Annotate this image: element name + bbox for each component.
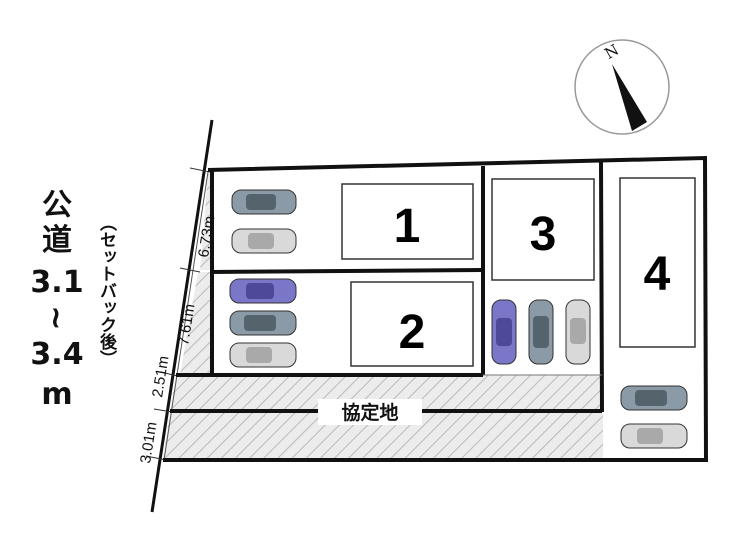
dim-tick [159, 371, 179, 377]
shared-land-upper [170, 375, 603, 410]
car-icon [229, 278, 297, 304]
parking-cars [229, 189, 688, 449]
setback-note: （セットバック後） [96, 214, 117, 367]
dimension-label: 2.51m [149, 355, 172, 399]
car-icon [528, 299, 554, 365]
road-edge-line [150, 119, 214, 513]
road-setback-strip-lower [180, 272, 212, 375]
lot1-building [341, 183, 474, 260]
dim-tick [153, 408, 173, 413]
car-icon [229, 310, 297, 336]
dim-tick [189, 167, 211, 173]
dim-tick [179, 267, 201, 273]
shared-land-label-bg [318, 399, 422, 425]
lot2-building [350, 281, 474, 367]
lot-number-3: 3 [530, 208, 557, 261]
car-icon [229, 342, 297, 368]
car-icon [491, 299, 517, 365]
lot-number-1: 1 [394, 200, 421, 253]
dimension-label: 6.73m [195, 215, 218, 259]
lot-number-2: 2 [399, 306, 426, 359]
car-icon [231, 228, 297, 254]
lot3-building [491, 178, 595, 281]
road-label-text: 道 [42, 223, 72, 258]
road-label-text: 3.1 [30, 265, 83, 300]
compass-arrow-icon [612, 64, 647, 131]
car-icon [565, 299, 591, 365]
road-setback-strip [200, 174, 212, 270]
lot4-building [619, 177, 696, 348]
dimension-label: 7.61m [175, 303, 198, 347]
shared-land-label: 協定地 [341, 401, 398, 424]
dimension-label: 3.01m [137, 421, 160, 465]
compass: N [574, 39, 670, 135]
shared-land-lower [163, 413, 603, 458]
road-label-text: m [41, 377, 72, 412]
car-icon [231, 189, 297, 215]
dim-tick [145, 455, 167, 461]
road-label-text: 3.4 [30, 337, 83, 372]
road-label: 公 道 3.1 ~ 3.4 m [30, 188, 83, 412]
road-label-text: ~ [38, 305, 73, 330]
road-label-text: 公 [42, 188, 72, 223]
car-icon [620, 385, 688, 411]
car-icon [620, 423, 688, 449]
lot-number-4: 4 [644, 248, 671, 301]
